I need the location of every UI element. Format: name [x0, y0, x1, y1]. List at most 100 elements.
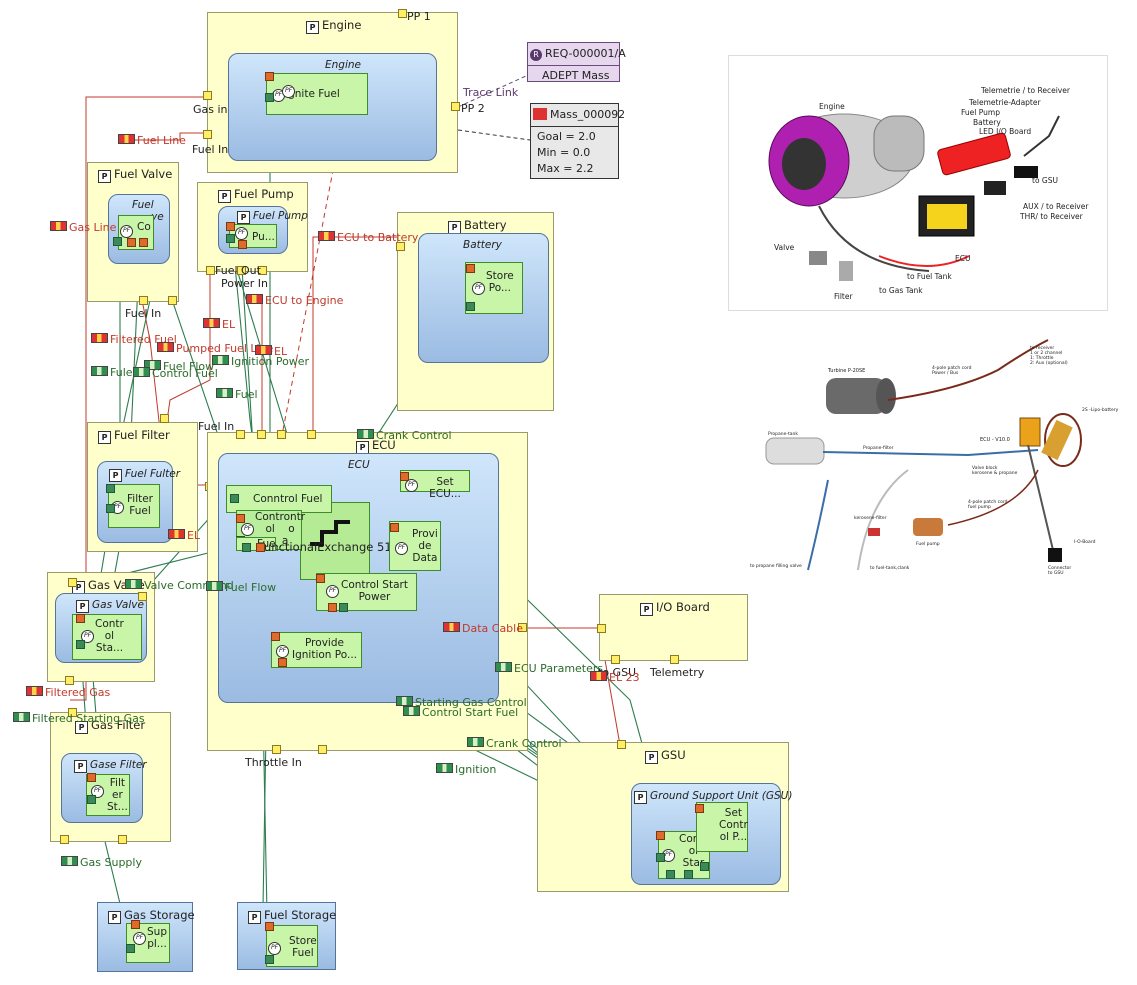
ecu-port[interactable] — [272, 745, 281, 754]
provide-data-function[interactable]: Provi de Data — [389, 521, 441, 571]
output-port-icon — [684, 870, 693, 879]
control-fuel-label: Conntrol Fuel — [253, 493, 323, 505]
battery-port[interactable] — [396, 242, 405, 251]
gas-line-label: Gas Line — [69, 221, 117, 234]
fuel-pump-port[interactable] — [258, 266, 267, 275]
pf-icon: PF — [282, 85, 295, 98]
exchange-icon — [212, 355, 229, 365]
pp1-port[interactable] — [398, 9, 407, 18]
photo2-turbine-label: Turbine P-20SE — [828, 368, 866, 374]
gas-valve-port[interactable] — [65, 676, 74, 685]
output-port-icon — [230, 494, 239, 503]
gas-filter-port[interactable] — [60, 835, 69, 844]
gas-in-label: Gas in — [193, 103, 228, 116]
gas-in-port[interactable] — [203, 91, 212, 100]
input-port-icon — [466, 264, 475, 273]
input-port-icon — [265, 922, 274, 931]
mass-title: Mass_000092 — [550, 108, 626, 121]
pp2-port[interactable] — [451, 102, 460, 111]
photo2-propane-filter-label: Propane-filter — [863, 446, 894, 451]
ecu-port[interactable] — [277, 430, 286, 439]
gas-valve-port[interactable] — [68, 578, 77, 587]
photo2-fuel-pump-label: Fuel pump — [916, 542, 940, 547]
ecu-port[interactable] — [318, 745, 327, 754]
mass-constraint-box[interactable]: Mass_000092 Goal = 2.0 Min = 0.0 Max = 2… — [530, 103, 625, 179]
photo1-led-board-label: LED I/O Board — [979, 127, 1032, 136]
part-icon: P — [248, 911, 261, 924]
fuel-pump-port[interactable] — [237, 266, 246, 275]
engine-block[interactable]: Engine Ignite Fuel PF — [228, 53, 437, 161]
pf-icon: PF — [405, 479, 418, 492]
exchange-icon — [26, 686, 43, 696]
part-icon: P — [75, 721, 88, 734]
power-in-label: Power In — [221, 277, 268, 290]
ecu-port[interactable] — [257, 430, 266, 439]
input-port-icon — [328, 603, 337, 612]
control-fuel-exchange-label: Control Fuel — [152, 367, 218, 380]
photo2-patch-power-label: 4-pole patch cord Power / Bus — [932, 366, 972, 376]
pf-icon: PF — [276, 645, 289, 658]
gsu-port[interactable] — [617, 740, 626, 749]
fuel-pump-port[interactable] — [206, 266, 215, 275]
fuel-valve-block-title: Fuel — [132, 199, 154, 211]
io-board-port[interactable] — [670, 655, 679, 664]
fuel-valve-port[interactable] — [168, 296, 177, 305]
input-port-icon — [271, 632, 280, 641]
gas-supply-function[interactable]: Sup pl... — [126, 923, 170, 963]
trace-link-label: Trace Link — [463, 86, 519, 99]
ecu-port[interactable] — [236, 430, 245, 439]
output-port-icon — [106, 504, 115, 513]
fuel-valve-block[interactable]: Fuel ve Co — [108, 194, 170, 264]
battery-block[interactable]: Battery Store Po... — [418, 233, 549, 363]
input-port-icon — [226, 222, 235, 231]
pf-icon: PF — [120, 225, 133, 238]
control-fuel-function[interactable]: Conntrol Fuel — [226, 485, 332, 513]
fuel-valve-block-tail: ve — [151, 211, 164, 223]
gas-filter-port[interactable] — [68, 708, 77, 717]
control-fuel-inner-label: Controntr ol o a — [255, 511, 306, 547]
fuel-in-port[interactable] — [203, 130, 212, 139]
mass-min: Min = 0.0 — [537, 146, 591, 159]
exchange-block[interactable] — [300, 502, 370, 580]
engine-title: Engine — [322, 18, 362, 32]
output-port-icon — [666, 870, 675, 879]
mass-max: Max = 2.2 — [537, 162, 594, 175]
battery-block-title: Battery — [463, 239, 502, 251]
fuel-filter-port[interactable] — [160, 414, 169, 423]
exchange-icon — [206, 581, 223, 591]
io-board-port[interactable] — [611, 655, 620, 664]
ecu-port[interactable] — [518, 623, 527, 632]
output-port-icon — [76, 640, 85, 649]
fule-label: Fule — [110, 366, 133, 379]
telemetry-label: Telemetry — [650, 666, 705, 679]
output-port-icon — [466, 302, 475, 311]
input-port-icon — [131, 920, 140, 929]
gas-valve-port[interactable] — [138, 592, 147, 601]
ecu-port[interactable] — [307, 430, 316, 439]
part-icon: P — [218, 190, 231, 203]
gas-filter-function[interactable]: Filt er St... — [86, 774, 130, 816]
gas-filter-port[interactable] — [118, 835, 127, 844]
turbine-setup-photo: Engine Telemetrie / to Receiver Telemetr… — [728, 55, 1108, 311]
fuel-exchange-label: Fuel — [235, 388, 258, 401]
photo2-io-board-label: I-O-Board — [1074, 540, 1096, 545]
ignite-fuel-function[interactable]: Ignite Fuel PF — [266, 73, 368, 115]
io-board-port[interactable] — [597, 624, 606, 633]
gsu-set-control-function[interactable]: Set Contr ol P... — [696, 802, 748, 852]
fuel-valve-port[interactable] — [139, 296, 148, 305]
gas-filter-block-title: Gase Filter — [90, 759, 147, 771]
